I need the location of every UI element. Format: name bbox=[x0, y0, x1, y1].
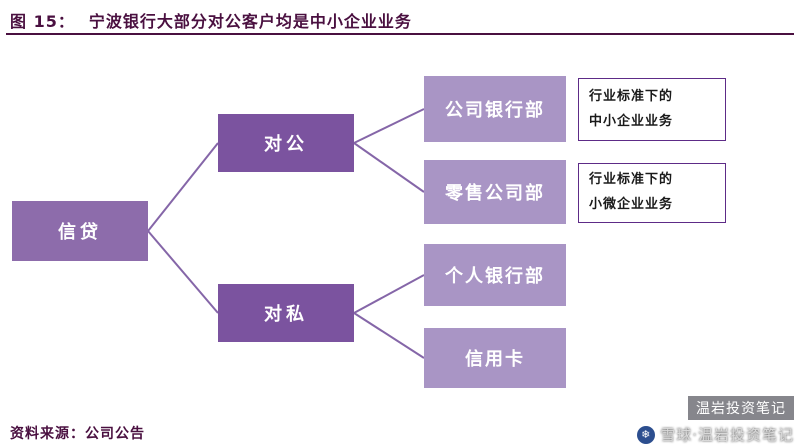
annotation-sme-business: 行业标准下的 中小企业业务 bbox=[578, 78, 726, 141]
node-personal-banking-dept: 个人银行部 bbox=[424, 244, 566, 306]
xueqiu-logo-icon: ❄ bbox=[637, 425, 656, 444]
watermark-brand-text: 雪球·温岩投资笔记 bbox=[660, 426, 794, 444]
node-credit-card: 信用卡 bbox=[424, 328, 566, 388]
node-corporate: 对公 bbox=[218, 114, 354, 172]
figure-title-text: 宁波银行大部分对公客户均是中小企业业务 bbox=[88, 12, 412, 31]
figure-title: 图 15： 宁波银行大部分对公客户均是中小企业业务 bbox=[10, 8, 412, 32]
source-note: 资料来源：公司公告 bbox=[10, 426, 145, 442]
node-credit: 信贷 bbox=[12, 201, 148, 261]
annotation-line: 行业标准下的 bbox=[589, 172, 674, 188]
annotation-micro-business: 行业标准下的 小微企业业务 bbox=[578, 163, 726, 223]
node-personal: 对私 bbox=[218, 284, 354, 342]
annotation-line: 行业标准下的 bbox=[589, 88, 674, 104]
figure-number: 图 15： bbox=[10, 12, 75, 31]
annotation-line: 小微企业业务 bbox=[589, 197, 674, 212]
watermark-brand: ❄ 雪球·温岩投资笔记 bbox=[637, 424, 794, 445]
node-corporate-banking-dept: 公司银行部 bbox=[424, 76, 566, 142]
annotation-line: 中小企业业务 bbox=[589, 113, 674, 129]
watermark-badge: 温岩投资笔记 bbox=[688, 396, 794, 420]
title-divider bbox=[6, 33, 794, 35]
node-retail-corporate-dept: 零售公司部 bbox=[424, 160, 566, 224]
